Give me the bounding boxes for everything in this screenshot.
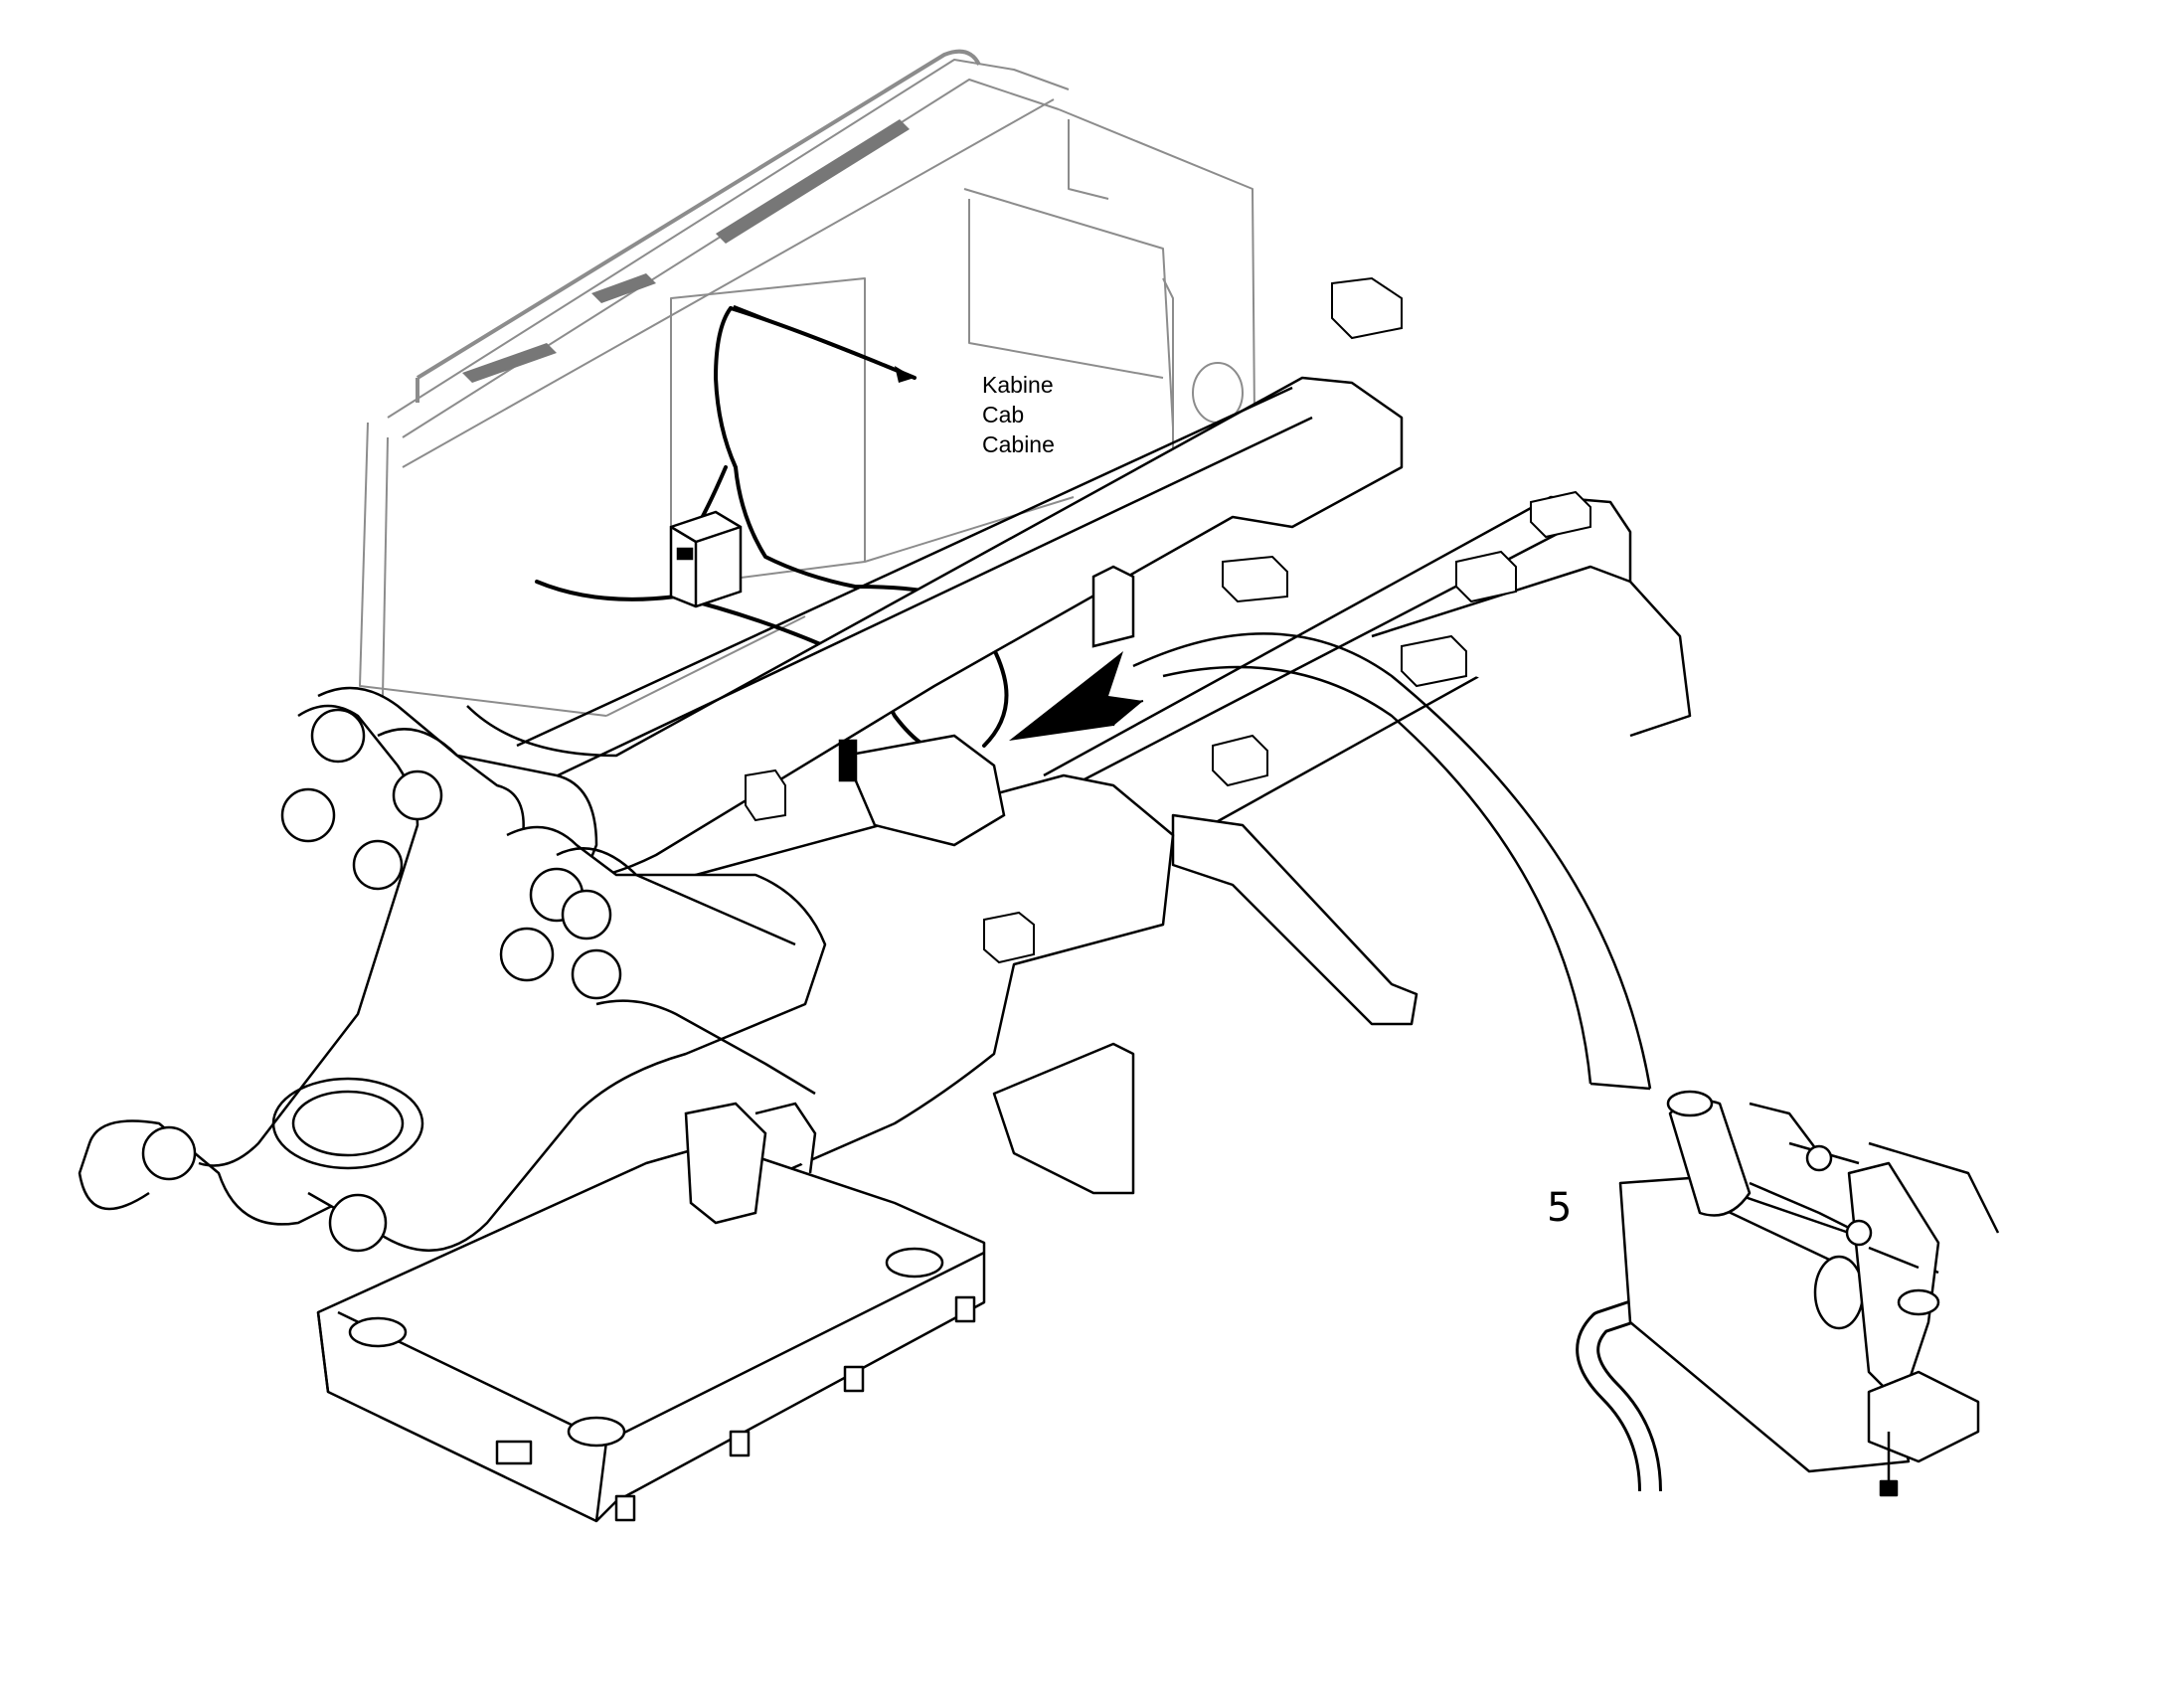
detail-pump-unit [1576, 1090, 2000, 1497]
callout-number: 5 [1547, 1185, 1573, 1231]
base-box [316, 1137, 986, 1523]
callout-leader [1132, 632, 1652, 1091]
slew-ring [271, 1077, 424, 1170]
center-pump-assembly [838, 565, 1135, 847]
pedestals [684, 1102, 817, 1225]
junction-box [669, 510, 743, 608]
cab-label-english: Cab [982, 402, 1025, 427]
cab-frame-ghost [359, 49, 1255, 717]
chassis-brackets [745, 276, 1591, 964]
flow-arrow-icon [1009, 651, 1144, 741]
boom-mount-right [307, 825, 827, 1253]
cab-label-french: Cabine [982, 431, 1055, 457]
cab-arrow-icon [733, 304, 916, 383]
cab-vents [462, 119, 910, 383]
chassis-frame [466, 376, 1692, 1195]
cab-label-german: Kabine [982, 372, 1054, 398]
